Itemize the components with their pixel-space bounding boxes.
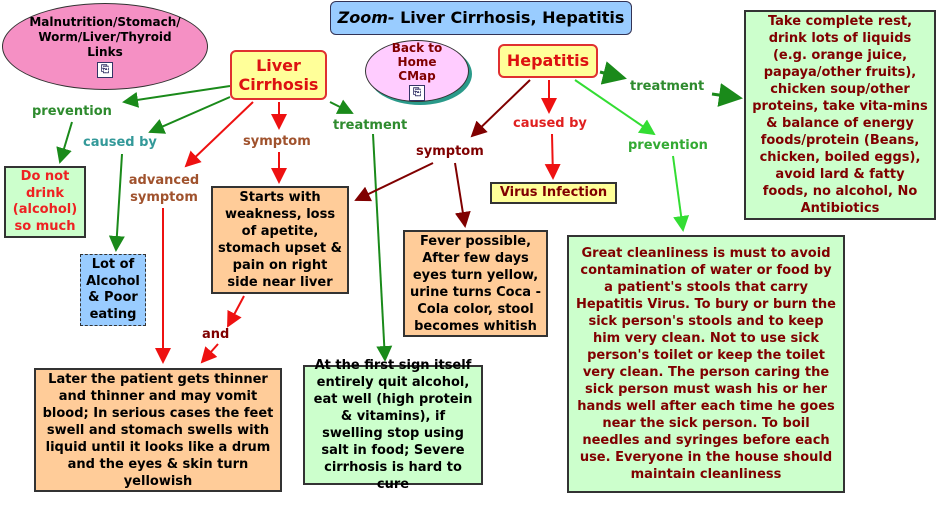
concept-later-symptoms: Later the patient gets thinner and thinn… bbox=[34, 368, 282, 492]
link-advanced-symptom: advanced symptom bbox=[128, 173, 200, 205]
concept-liver-cirrhosis: Liver Cirrhosis bbox=[230, 50, 327, 100]
concept-hepatitis: Hepatitis bbox=[498, 44, 598, 78]
link-hepatitis-caused-by: caused by bbox=[513, 116, 587, 131]
concept-fever: Fever possible, After few days eyes turn… bbox=[403, 230, 548, 337]
concept-hepatitis-treatment: Take complete rest, drink lots of liquid… bbox=[744, 10, 936, 220]
link-prevention: prevention bbox=[32, 104, 112, 119]
cmap-link-icon[interactable]: ⎘ bbox=[97, 62, 113, 78]
map-title: Zoom- Liver Cirrhosis, Hepatitis bbox=[330, 1, 632, 35]
home-cmap-link[interactable]: Back to Home CMap ⎘ bbox=[365, 40, 469, 102]
link-and: and bbox=[202, 327, 230, 342]
concept-virus-infection: Virus Infection bbox=[490, 182, 617, 204]
concept-first-sign: At the first sign itself entirely quit a… bbox=[303, 358, 483, 492]
link-symptom: symptom bbox=[243, 134, 311, 149]
link-hepatitis-symptom: symptom bbox=[416, 144, 484, 159]
concept-alcohol: Lot of Alcohol & Poor eating bbox=[80, 254, 146, 326]
concept-starts-with: Starts with weakness, loss of apetite, s… bbox=[211, 186, 349, 294]
concept-cleanliness: Great cleanliness is must to avoid conta… bbox=[567, 235, 845, 493]
concept-do-not-drink: Do not drink (alcohol) so much bbox=[4, 166, 86, 238]
link-caused-by: caused by bbox=[83, 135, 157, 150]
cmap-link-icon[interactable]: ⎘ bbox=[409, 85, 425, 101]
link-treatment: treatment bbox=[333, 118, 408, 133]
malnutrition-link[interactable]: Malnutrition/Stomach/ Worm/Liver/Thyroid… bbox=[2, 3, 208, 90]
link-hepatitis-prevention: prevention bbox=[628, 138, 708, 153]
link-hepatitis-treatment: treatment bbox=[630, 79, 705, 94]
